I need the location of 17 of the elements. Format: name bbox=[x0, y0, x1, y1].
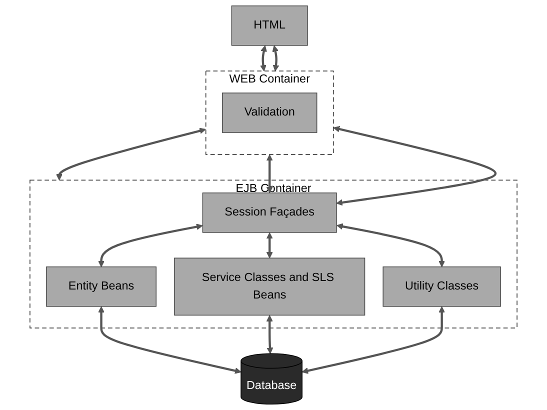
arrow bbox=[260, 45, 267, 72]
node-box: Utility Classes bbox=[382, 266, 501, 307]
node-box: Validation bbox=[222, 92, 318, 133]
arrow bbox=[98, 224, 203, 268]
arrow bbox=[98, 306, 242, 374]
arrow bbox=[333, 126, 496, 206]
arrow bbox=[272, 45, 280, 72]
node-box: Service Classes and SLS Beans bbox=[174, 258, 366, 316]
arrow bbox=[266, 232, 273, 258]
node-box: Session Façades bbox=[202, 192, 337, 233]
arrow bbox=[336, 223, 446, 268]
node-box: HTML bbox=[231, 6, 308, 46]
arrow bbox=[266, 154, 273, 194]
arrow bbox=[302, 306, 446, 374]
node-box: Entity Beans bbox=[46, 266, 156, 307]
arrow bbox=[56, 128, 206, 180]
arrow bbox=[266, 315, 274, 354]
